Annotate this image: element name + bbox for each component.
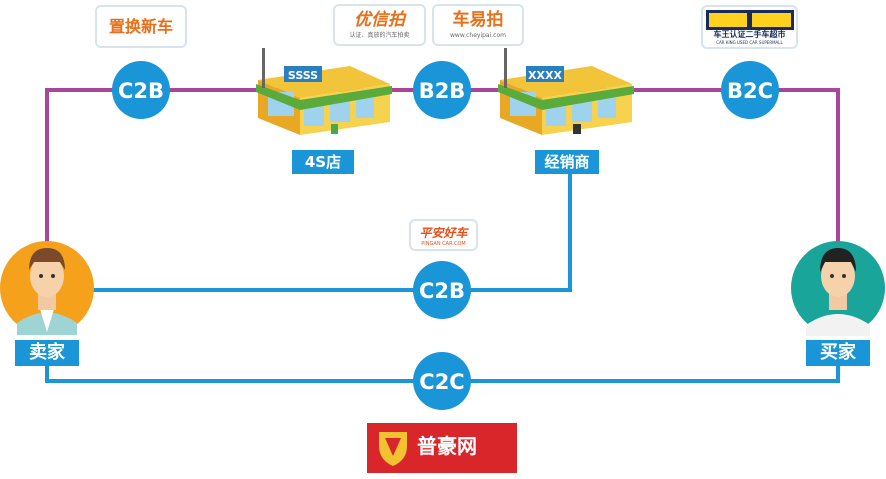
logo-youxinpai: 优信拍 认证、真放的汽车拍卖 bbox=[333, 4, 426, 46]
logo-pingan: 平安好车 PINGAN CAR.COM bbox=[409, 219, 478, 251]
logo-cheyipai-text: 车易拍 bbox=[452, 10, 504, 30]
b2b-badge bbox=[413, 61, 471, 119]
logo-carking-en: CAR KING USED CAR SUPERMALL bbox=[716, 40, 783, 45]
logo-zhihuan-text: 置换新车 bbox=[108, 17, 173, 36]
logo-zhihuan: 置换新车 bbox=[95, 5, 187, 48]
c2b-middle-badge bbox=[413, 261, 471, 319]
b2b-label: B2B bbox=[419, 79, 466, 103]
logo-puhao: 普豪网 bbox=[367, 423, 517, 473]
logo-pingan-text: 平安好车 bbox=[419, 226, 468, 240]
seller-avatar bbox=[0, 241, 94, 335]
dealer-shop-icon bbox=[498, 48, 634, 135]
shop-4s-icon bbox=[256, 48, 392, 135]
logo-carking-sub: 车王认证二手车超市 bbox=[713, 30, 786, 39]
buyer-avatar bbox=[791, 241, 885, 336]
dealer-shop-sign: XXXX bbox=[528, 69, 562, 82]
c2b-top-label: C2B bbox=[118, 79, 164, 103]
b2c-label: B2C bbox=[727, 79, 773, 103]
logo-cheyipai: 车易拍 www.cheyipai.com bbox=[432, 4, 524, 46]
node-label-buyer: 买家 bbox=[806, 340, 870, 366]
b2c-badge bbox=[721, 61, 779, 119]
logo-cheyipai-url: www.cheyipai.com bbox=[450, 32, 506, 39]
puhao-shield-icon bbox=[379, 432, 407, 466]
carking-wordmark-icon bbox=[705, 10, 794, 30]
c2c-badge bbox=[413, 352, 471, 410]
middle-flow-line bbox=[92, 162, 572, 292]
logo-carking: 车王认证二手车超市 CAR KING USED CAR SUPERMALL bbox=[701, 5, 798, 49]
c2b-top-badge bbox=[112, 61, 170, 119]
node-label-dealer: 经销商 bbox=[535, 150, 599, 174]
node-label-4s: 4S店 bbox=[292, 150, 354, 174]
logo-youxinpai-text: 优信拍 bbox=[354, 10, 405, 30]
logo-puhao-text: 普豪网 bbox=[417, 434, 477, 458]
node-label-seller: 卖家 bbox=[15, 340, 79, 366]
logo-pingan-url: PINGAN CAR.COM bbox=[421, 241, 466, 247]
logo-youxinpai-tagline: 认证、真放的汽车拍卖 bbox=[349, 32, 410, 39]
c2c-label: C2C bbox=[419, 370, 464, 394]
shop-4s-sign: SSSS bbox=[288, 69, 318, 82]
c2b-middle-label: C2B bbox=[419, 279, 465, 303]
